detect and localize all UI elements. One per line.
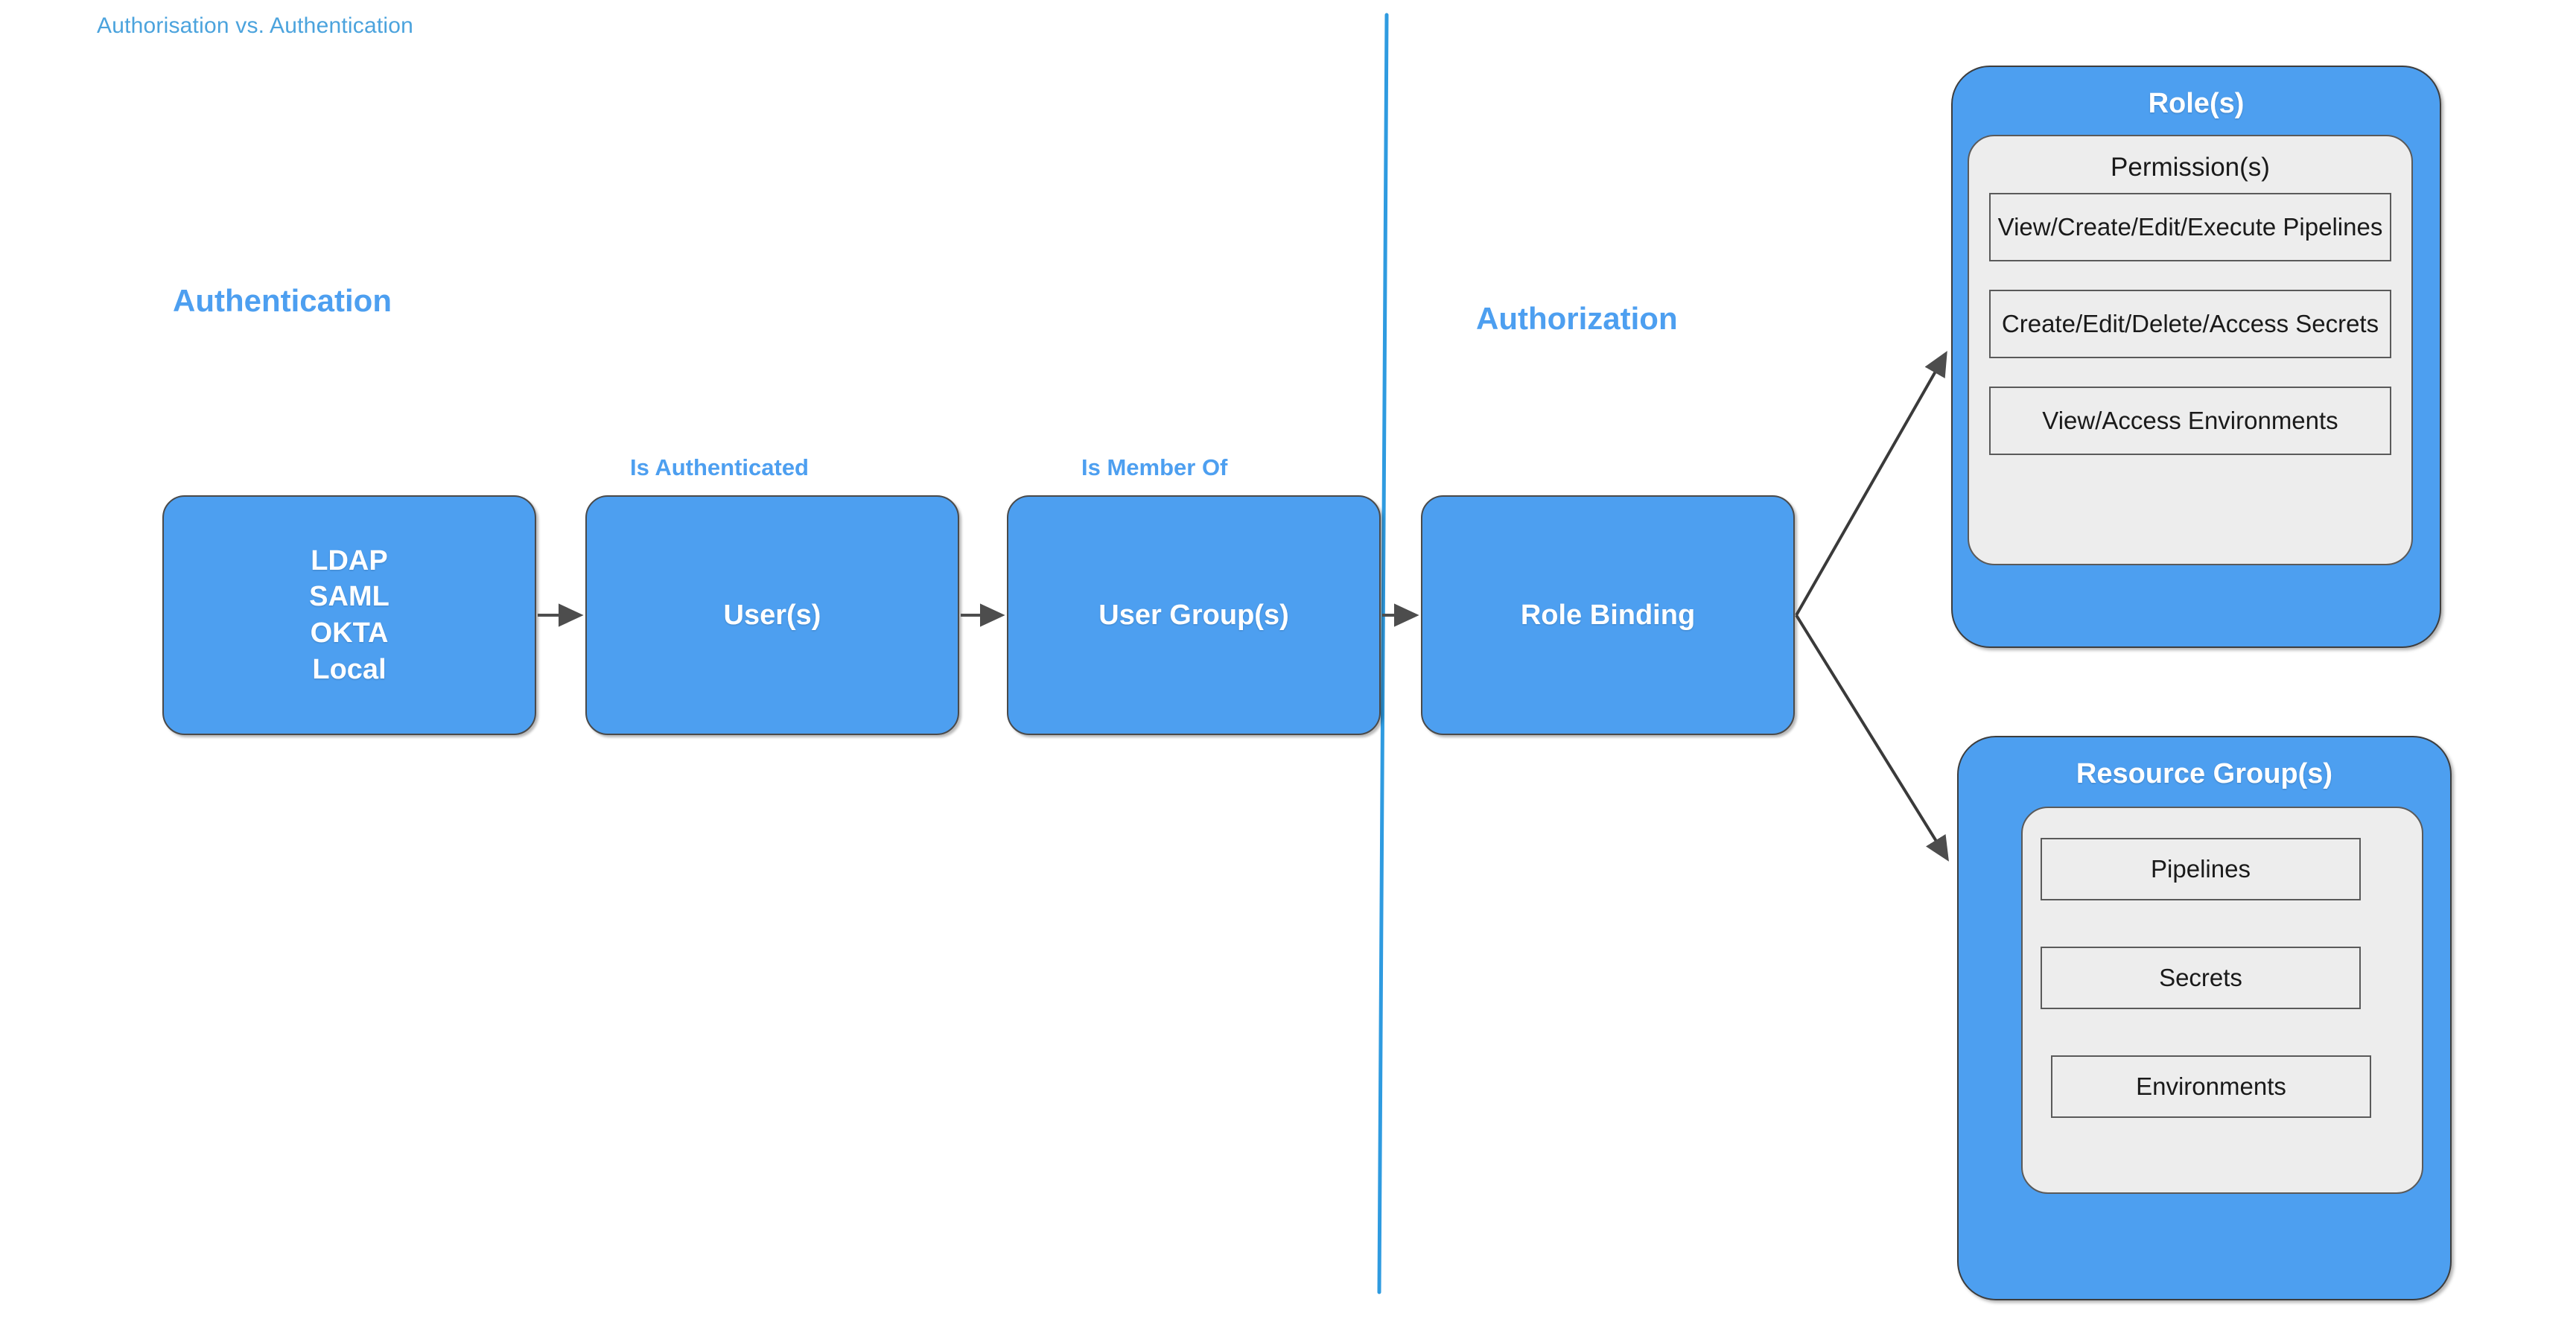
permissions-panel: Permission(s) View/Create/Edit/Execute P… <box>1968 135 2413 565</box>
card-roles[interactable]: Role(s) Permission(s) View/Create/Edit/E… <box>1951 66 2441 648</box>
resource-item[interactable]: Environments <box>2051 1055 2371 1118</box>
page-title: Authorisation vs. Authentication <box>97 13 413 38</box>
permissions-panel-title: Permission(s) <box>2111 153 2270 182</box>
card-resource-groups-title: Resource Group(s) <box>2076 758 2333 789</box>
flow-box-label: Role Binding <box>1520 599 1696 631</box>
spacer <box>1969 182 2411 193</box>
flow-box-role-binding[interactable]: Role Binding <box>1421 495 1795 735</box>
permission-item[interactable]: View/Create/Edit/Execute Pipelines <box>1989 193 2391 261</box>
flow-box-user-groups[interactable]: User Group(s) <box>1007 495 1381 735</box>
card-resource-groups[interactable]: Resource Group(s) Pipelines Secrets Envi… <box>1957 736 2452 1300</box>
permission-item[interactable]: Create/Edit/Delete/Access Secrets <box>1989 290 2391 358</box>
arrow-rolebinding-to-resources <box>1795 614 1949 862</box>
edge-label-is-authenticated: Is Authenticated <box>630 454 809 480</box>
spacer <box>1969 358 2411 387</box>
resource-item[interactable]: Secrets <box>2041 947 2361 1009</box>
flow-box-label: User Group(s) <box>1098 599 1289 631</box>
spacer <box>1969 261 2411 290</box>
edge-label-is-member-of: Is Member Of <box>1081 454 1228 480</box>
flow-box-identity-providers[interactable]: LDAP SAML OKTA Local <box>162 495 536 735</box>
flow-box-label: LDAP SAML OKTA Local <box>309 544 389 685</box>
card-roles-title: Role(s) <box>2148 88 2245 119</box>
resources-panel: Pipelines Secrets Environments <box>2021 807 2423 1194</box>
flow-box-label: User(s) <box>723 599 821 631</box>
resource-item[interactable]: Pipelines <box>2041 838 2361 900</box>
flow-box-users[interactable]: User(s) <box>585 495 959 735</box>
section-heading-authentication: Authentication <box>173 283 392 318</box>
section-heading-authorization: Authorization <box>1476 301 1678 336</box>
arrow-rolebinding-to-roles <box>1795 351 1947 616</box>
permission-item[interactable]: View/Access Environments <box>1989 387 2391 455</box>
